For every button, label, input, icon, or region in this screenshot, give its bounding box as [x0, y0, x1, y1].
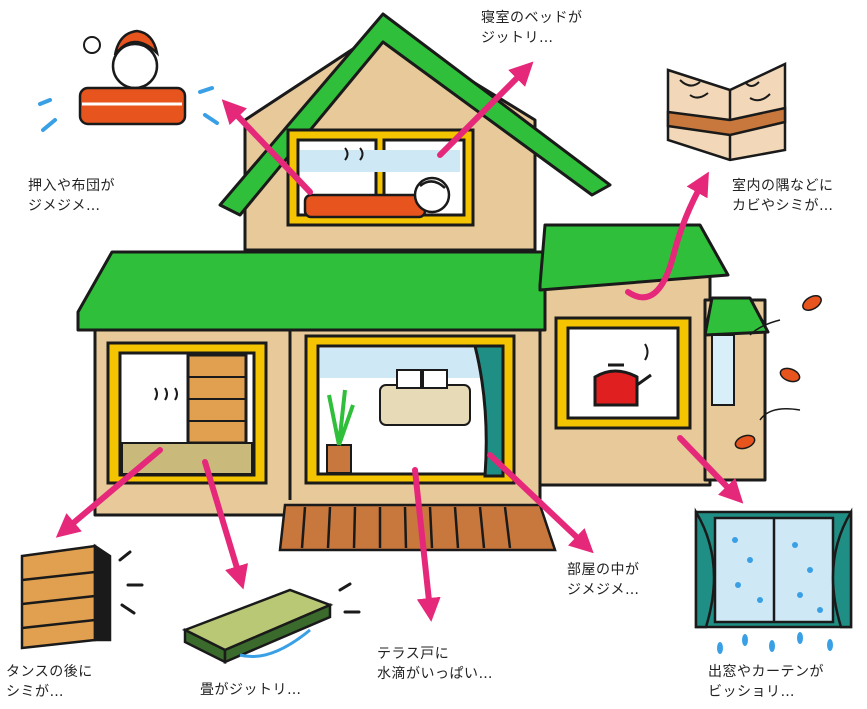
dresser-icon [20, 543, 144, 650]
arrow-oshiire [221, 99, 313, 195]
lower-roof [76, 250, 547, 332]
caption-terrace: テラス戸に 水滴がいっぱい… [377, 644, 493, 684]
moldy-corner-icon [666, 62, 787, 162]
kettle-icon [593, 369, 639, 407]
caption-oshiire: 押入や布団が ジメジメ… [28, 176, 115, 216]
right-roof [538, 223, 730, 292]
caption-tatami-line1: 畳がジットリ… [200, 682, 302, 698]
futon-person-icon [38, 29, 219, 132]
upper-roof [218, 12, 612, 217]
caption-corner-line1: 室内の隅などに [732, 178, 834, 194]
arrow-tansu [55, 447, 163, 538]
caption-corner: 室内の隅などに カビやシミが… [732, 176, 834, 216]
tatami-mat-icon [181, 582, 361, 665]
arrow-room [487, 452, 594, 554]
arrow-window [677, 435, 744, 504]
caption-window-line2: ビッショリ… [708, 684, 795, 700]
caption-room-line2: ジメジメ… [567, 582, 640, 598]
terrace-window [304, 334, 516, 485]
sleeping-person-icon [303, 147, 451, 219]
caption-terrace-line1: テラス戸に [377, 646, 450, 662]
caption-terrace-line2: 水滴がいっぱい… [377, 666, 493, 682]
leaf-icons [734, 295, 822, 450]
caption-window-line1: 出窓やカーテンが [708, 664, 824, 680]
caption-oshiire-line2: ジメジメ… [28, 198, 101, 214]
caption-room-line1: 部屋の中が [567, 562, 640, 578]
caption-window: 出窓やカーテンが ビッショリ… [708, 662, 824, 702]
caption-oshiire-line1: 押入や布団が [28, 178, 115, 194]
caption-bed-line1: 寝室のベッドが [481, 10, 583, 26]
arrow-bed [437, 61, 534, 158]
wooden-deck [278, 503, 557, 552]
wet-window-icon [694, 507, 853, 654]
caption-tansu: タンスの後に シミが… [6, 662, 93, 702]
kettle-window [554, 316, 692, 430]
caption-tansu-line1: タンスの後に [6, 664, 93, 680]
caption-corner-line2: カビやシミが… [732, 198, 834, 214]
closet-window [106, 341, 268, 485]
arrow-tatami [202, 459, 249, 590]
arrow-terrace [412, 467, 441, 622]
arrows [55, 61, 744, 622]
caption-bed-line2: ジットリ… [481, 30, 554, 46]
caption-bed: 寝室のベッドが ジットリ… [481, 8, 583, 48]
caption-room: 部屋の中が ジメジメ… [567, 560, 640, 600]
caption-tansu-line2: シミが… [6, 684, 64, 700]
arrow-corner [625, 171, 709, 301]
caption-tatami: 畳がジットリ… [200, 680, 302, 700]
